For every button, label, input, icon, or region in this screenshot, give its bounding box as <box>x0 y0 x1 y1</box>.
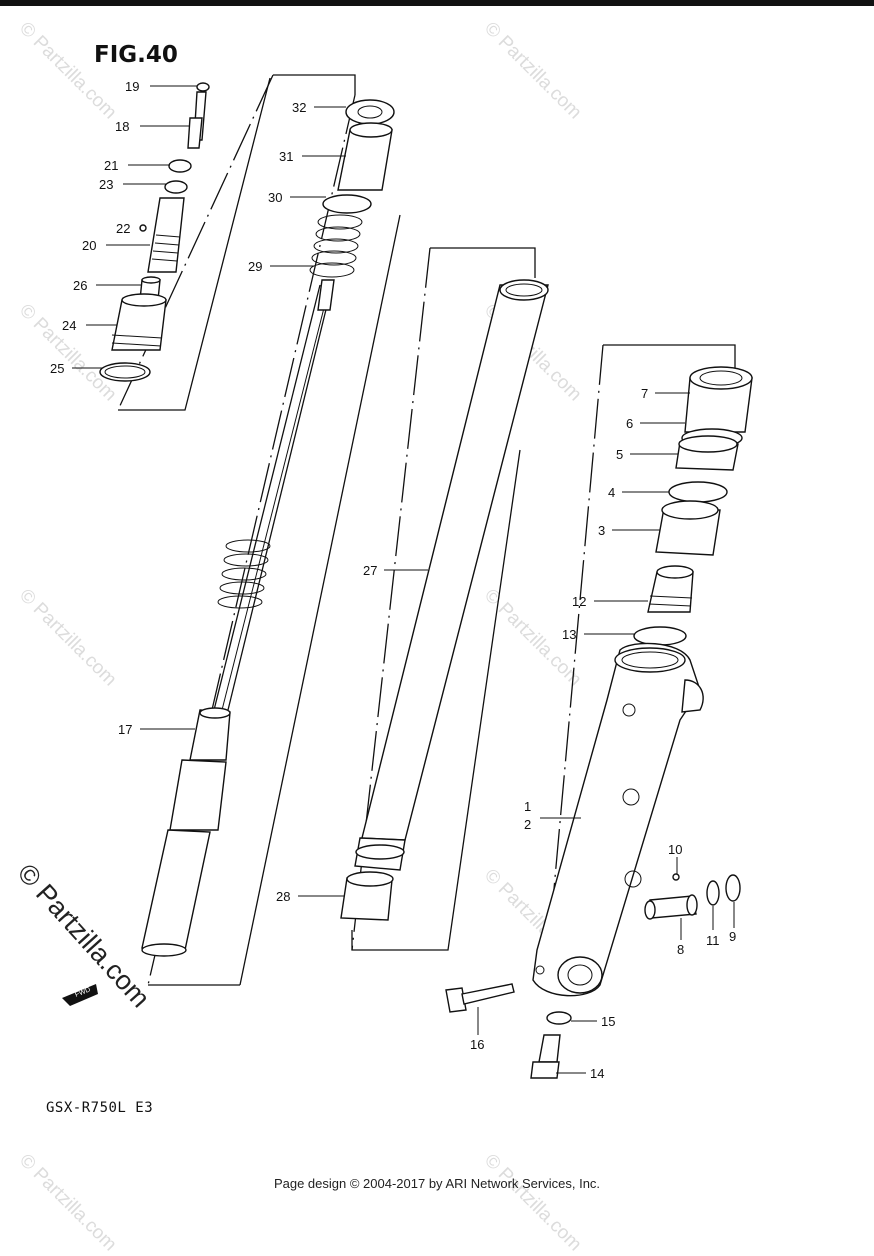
callout-23: 23 <box>99 177 113 192</box>
figure-title: FIG.40 <box>94 42 178 68</box>
callout-20: 20 <box>82 238 96 253</box>
part-15-washer <box>546 1011 572 1025</box>
callout-12: 12 <box>572 594 586 609</box>
part-31-spacer <box>337 122 393 191</box>
top-border <box>0 0 874 6</box>
part-28-bush <box>340 871 394 921</box>
callout-18: 18 <box>115 119 129 134</box>
part-4-retainer <box>668 481 728 503</box>
page-footer: Page design © 2004-2017 by ARI Network S… <box>273 1176 601 1191</box>
part-3-guide-bush <box>655 500 721 556</box>
part-13-seal-ring <box>633 626 687 646</box>
callout-21: 21 <box>104 158 118 173</box>
callout-25: 25 <box>50 361 64 376</box>
callout-32: 32 <box>292 100 306 115</box>
callout-8: 8 <box>677 942 684 957</box>
part-5-oil-seal <box>675 435 739 471</box>
callout-5: 5 <box>616 447 623 462</box>
callout-28: 28 <box>276 889 290 904</box>
part-11-gasket <box>706 880 720 906</box>
fwd-arrow-icon: FWD <box>62 984 98 1006</box>
part-16-axle-bolt <box>445 983 515 1013</box>
callout-15: 15 <box>601 1014 615 1029</box>
part-19-cap-nut <box>196 82 210 92</box>
callout-29: 29 <box>248 259 262 274</box>
callout-13: 13 <box>562 627 576 642</box>
part-27-inner-tube <box>354 279 549 871</box>
callout-24: 24 <box>62 318 76 333</box>
damper-rod <box>213 279 335 711</box>
part-8-drain-valve <box>644 894 698 920</box>
part-1-outer-tube <box>532 642 704 997</box>
part-17-cylinder <box>141 707 231 957</box>
part-10-ball <box>672 873 680 881</box>
part-12-slide-bush <box>647 565 694 613</box>
callout-30: 30 <box>268 190 282 205</box>
callout-26: 26 <box>73 278 87 293</box>
part-25-o-ring <box>99 362 151 382</box>
callout-27: 27 <box>363 563 377 578</box>
part-7-dust-seal <box>684 366 753 433</box>
callout-17: 17 <box>118 722 132 737</box>
callout-11: 11 <box>706 933 720 948</box>
callout-6: 6 <box>626 416 633 431</box>
bracket-inner-tube <box>351 247 536 951</box>
bracket-cap-assembly <box>117 74 356 411</box>
callout-1: 1 <box>524 799 531 814</box>
callout-3: 3 <box>598 523 605 538</box>
part-20-adjuster <box>147 197 185 273</box>
bracket-outer-tube <box>552 344 736 901</box>
callout-16: 16 <box>470 1037 484 1052</box>
callouts: 19 18 21 23 22 20 26 24 25 32 31 30 29 1… <box>50 79 736 1081</box>
part-21-o-ring <box>168 159 192 173</box>
callout-19: 19 <box>125 79 139 94</box>
callout-2: 2 <box>524 817 531 832</box>
part-29-spring <box>309 214 363 278</box>
leader-lines <box>72 85 735 1074</box>
part-23-o-ring <box>164 180 188 194</box>
part-30-seat <box>322 194 372 214</box>
part-32-washer <box>345 99 395 125</box>
callout-31: 31 <box>279 149 293 164</box>
parts-diagram: FWD 19 18 21 <box>50 74 753 1081</box>
callout-9: 9 <box>729 929 736 944</box>
part-18-adjuster-rod <box>187 91 207 149</box>
callout-10: 10 <box>668 842 682 857</box>
callout-22: 22 <box>116 221 130 236</box>
part-9-gasket <box>725 874 741 902</box>
callout-7: 7 <box>641 386 648 401</box>
callout-14: 14 <box>590 1066 604 1081</box>
part-14-bolt <box>530 1034 561 1079</box>
model-code: GSX-R750L E3 <box>46 1100 154 1116</box>
part-24-cap-bolt <box>111 293 167 351</box>
callout-4: 4 <box>608 485 615 500</box>
